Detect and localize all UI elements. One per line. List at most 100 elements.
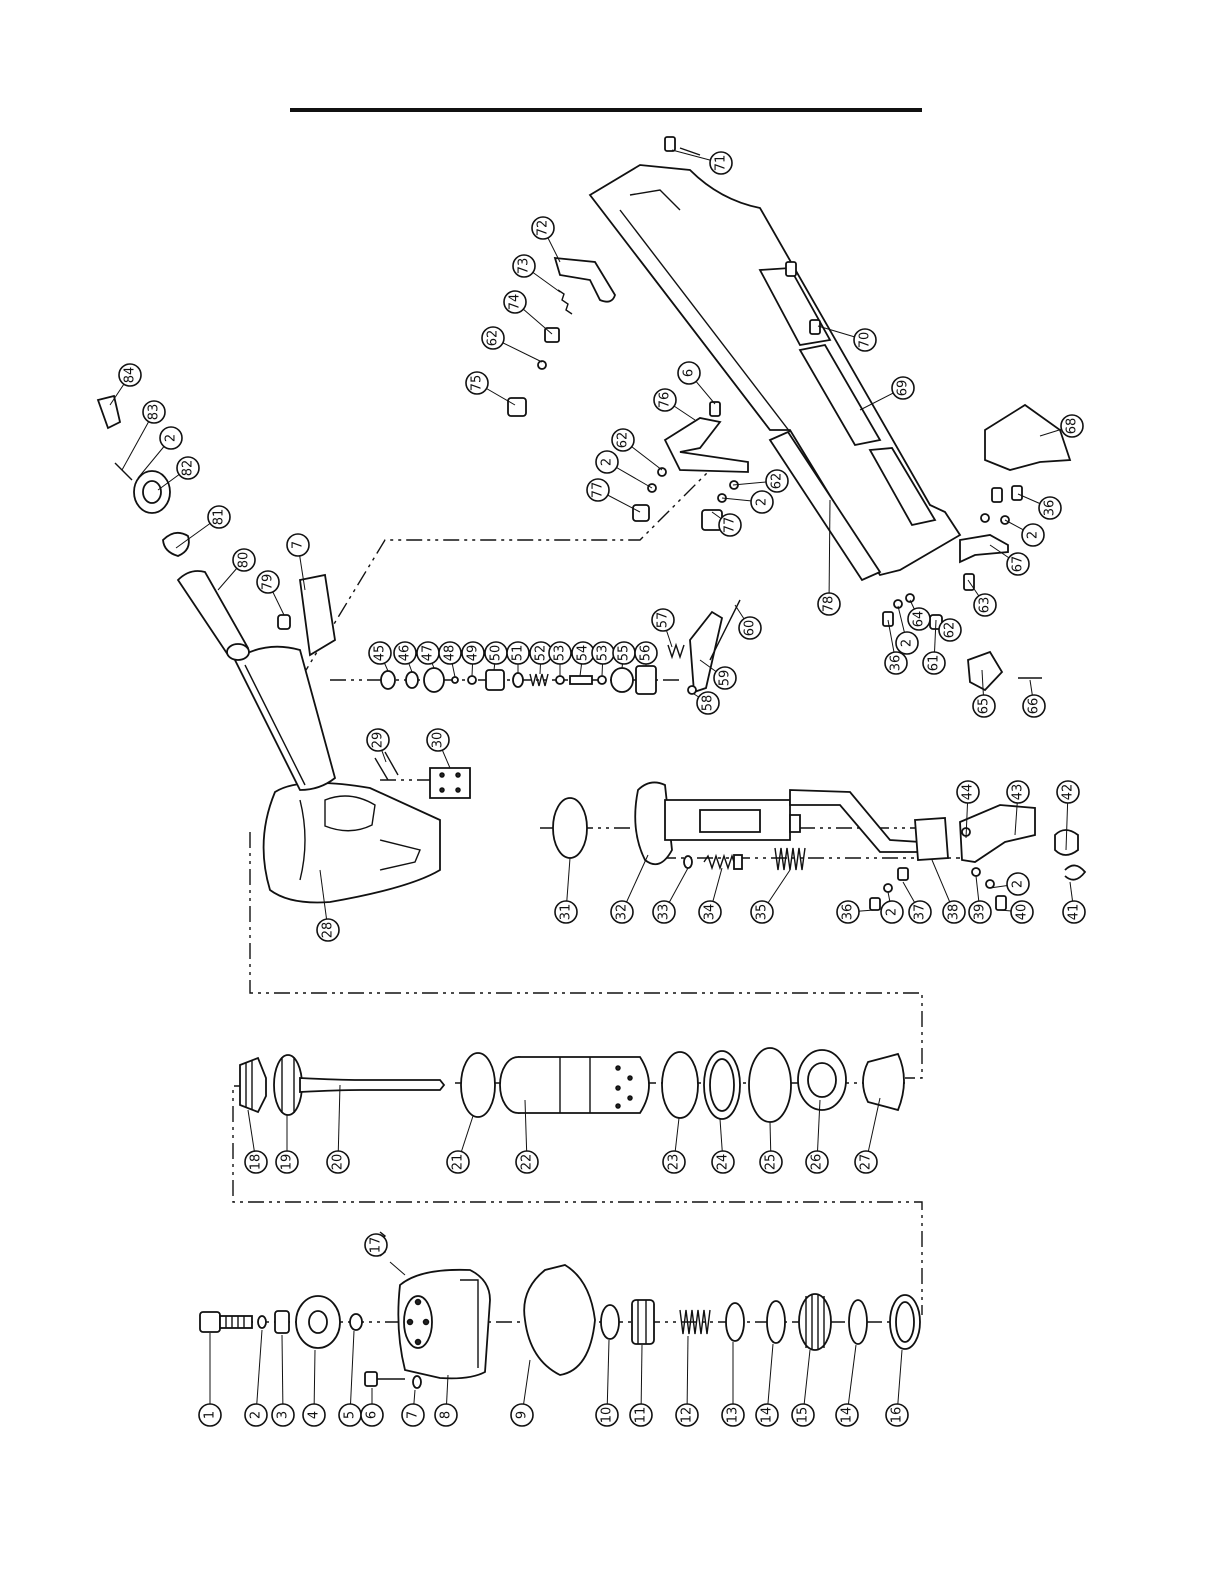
callout-number: 51 [511, 645, 526, 662]
callout-number: 26 [810, 1154, 825, 1171]
callout-trigger-49: 49 [462, 642, 484, 664]
callout-number: 46 [398, 645, 413, 662]
callout-row1-14: 14 [756, 1404, 778, 1426]
callout-magazine-71: 71 [710, 152, 732, 174]
callout-row2-23: 23 [663, 1151, 685, 1173]
callout-row1-12: 12 [676, 1404, 698, 1426]
callout-number: 6 [682, 369, 697, 377]
callout-handle-7: 7 [287, 534, 309, 556]
callout-trigger-57: 57 [652, 609, 674, 631]
callout-magazine-62: 62 [939, 619, 961, 641]
callout-row2-20: 20 [327, 1151, 349, 1173]
callout-row1-3: 3 [272, 1404, 294, 1426]
callout-magazine-62: 62 [612, 429, 634, 451]
callout-number: 45 [373, 645, 388, 662]
callout-handle-82: 82 [177, 457, 199, 479]
callout-number: 54 [576, 645, 591, 662]
callout-number: 22 [520, 1154, 535, 1171]
callout-row1-13: 13 [722, 1404, 744, 1426]
callout-number: 76 [658, 392, 673, 409]
callout-magazine-62: 62 [766, 470, 788, 492]
callout-trigger-59: 59 [714, 667, 736, 689]
callout-number: 33 [657, 904, 672, 921]
callout-number: 2 [249, 1411, 264, 1419]
row1-parts [200, 1232, 920, 1388]
callout-row2-27: 27 [855, 1151, 877, 1173]
callout-number: 53 [596, 645, 611, 662]
callout-handle-81: 81 [208, 506, 230, 528]
callout-trigger-53: 53 [549, 642, 571, 664]
callout-row3-42: 42 [1057, 781, 1079, 803]
callout-row3-41: 41 [1063, 901, 1085, 923]
callout-number: 24 [716, 1154, 731, 1171]
callout-magazine-76: 76 [654, 389, 676, 411]
callout-number: 62 [943, 622, 958, 639]
callout-number: 67 [1011, 556, 1026, 573]
callout-trigger-55: 55 [613, 642, 635, 664]
callout-magazine-74: 74 [504, 291, 526, 313]
callout-magazine-2: 2 [896, 632, 918, 654]
callout-number: 56 [639, 645, 654, 662]
callout-row3-33: 33 [653, 901, 675, 923]
callout-row3-35: 35 [751, 901, 773, 923]
callout-number: 55 [617, 645, 632, 662]
callout-row1-10: 10 [596, 1404, 618, 1426]
callout-row3-37: 37 [909, 901, 931, 923]
callout-number: 57 [656, 612, 671, 629]
callout-row3-40: 40 [1011, 901, 1033, 923]
callout-number: 13 [726, 1407, 741, 1424]
callout-number: 30 [431, 732, 446, 749]
callout-number: 59 [718, 670, 733, 687]
callout-number: 36 [889, 655, 904, 672]
callout-number: 82 [181, 460, 196, 477]
callouts: 1234567891011121314151416181920212223242… [110, 150, 1085, 1426]
callout-number: 6 [365, 1411, 380, 1419]
callout-number: 18 [249, 1154, 264, 1171]
callout-row1-7: 7 [402, 1404, 424, 1426]
callout-row3-39: 39 [969, 901, 991, 923]
callout-number: 16 [890, 1407, 905, 1424]
callout-magazine-64: 64 [908, 608, 930, 630]
callout-number: 66 [1027, 698, 1042, 715]
leader-line [350, 1331, 354, 1415]
callout-magazine-70: 70 [854, 329, 876, 351]
callout-row1-9: 9 [511, 1404, 533, 1426]
callout-number: 72 [536, 220, 551, 237]
callout-number: 1 [203, 1411, 218, 1419]
callout-row2-21: 21 [447, 1151, 469, 1173]
callout-number: 7 [406, 1411, 421, 1419]
callout-number: 69 [896, 380, 911, 397]
callout-magazine-77: 77 [587, 479, 609, 501]
callout-number: 80 [237, 552, 252, 569]
callout-number: 31 [559, 904, 574, 921]
callout-row3-43: 43 [1007, 781, 1029, 803]
callout-number: 20 [331, 1154, 346, 1171]
callout-number: 2 [1026, 531, 1041, 539]
callout-magazine-2: 2 [596, 451, 618, 473]
callout-number: 77 [591, 482, 606, 499]
callout-magazine-78: 78 [818, 593, 840, 615]
callout-number: 78 [822, 596, 837, 613]
callout-number: 74 [508, 294, 523, 311]
callout-trigger-48: 48 [439, 642, 461, 664]
callout-number: 36 [841, 904, 856, 921]
callout-magazine-75: 75 [466, 372, 488, 394]
callout-trigger-54: 54 [572, 642, 594, 664]
leader-line [282, 1335, 283, 1415]
callout-number: 11 [634, 1407, 649, 1424]
callout-magazine-77: 77 [719, 514, 741, 536]
callout-number: 44 [961, 784, 976, 801]
callout-row3-44: 44 [957, 781, 979, 803]
callout-handle-30: 30 [427, 729, 449, 751]
callout-number: 2 [164, 434, 179, 442]
callout-handle-84: 84 [119, 364, 141, 386]
callout-trigger-51: 51 [507, 642, 529, 664]
callout-number: 40 [1015, 904, 1030, 921]
callout-number: 28 [321, 922, 336, 939]
callout-number: 73 [517, 258, 532, 275]
callout-row2-19: 19 [276, 1151, 298, 1173]
callout-extra-17: 17 [365, 1234, 387, 1256]
callout-row1-15: 15 [792, 1404, 814, 1426]
callout-magazine-65: 65 [973, 695, 995, 717]
callout-row1-2: 2 [245, 1404, 267, 1426]
